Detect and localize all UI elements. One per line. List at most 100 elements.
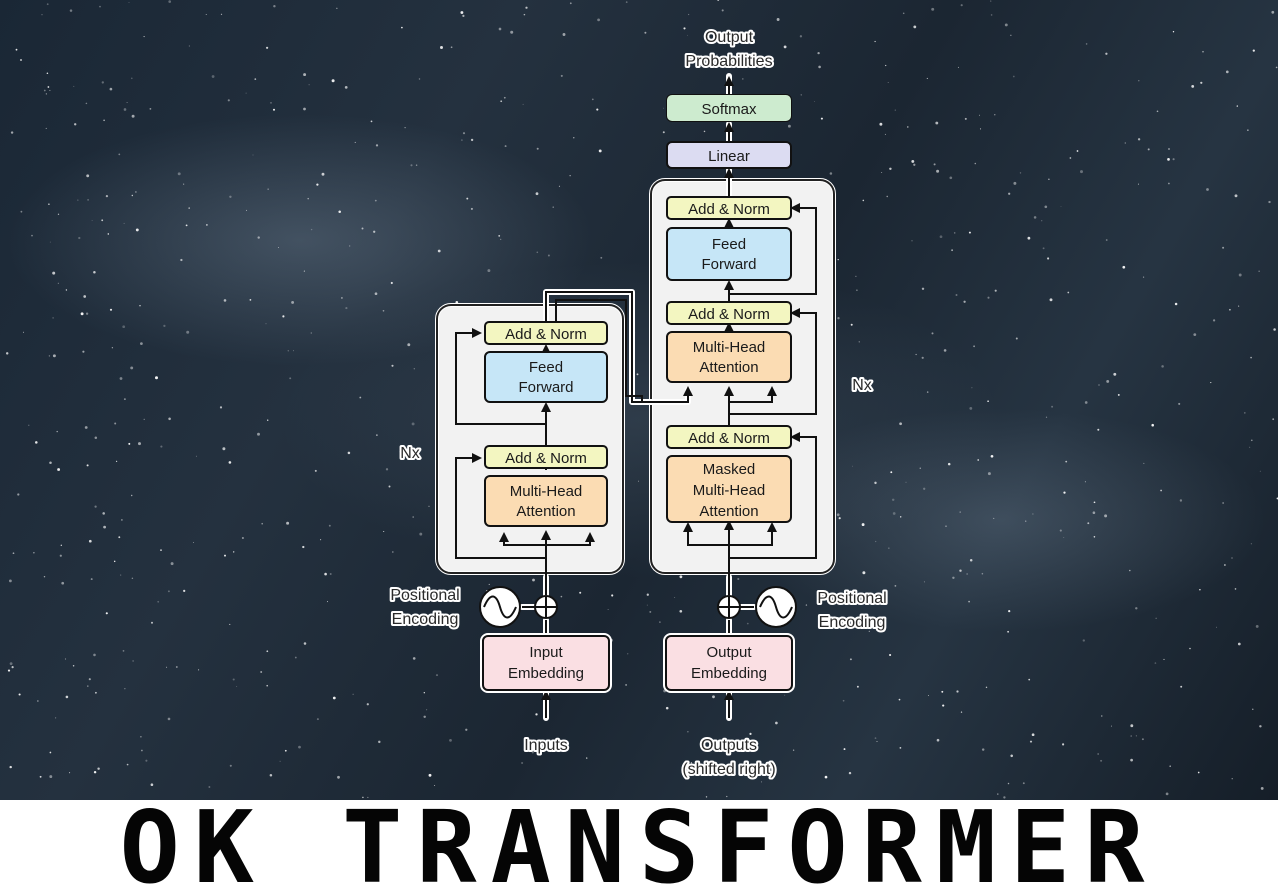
star bbox=[82, 350, 85, 353]
star bbox=[1172, 31, 1175, 33]
star bbox=[1129, 569, 1131, 572]
star bbox=[373, 230, 376, 233]
star bbox=[687, 13, 690, 16]
star bbox=[1236, 105, 1238, 107]
star bbox=[926, 391, 929, 393]
star bbox=[674, 597, 676, 599]
star bbox=[1252, 49, 1255, 52]
star bbox=[1082, 639, 1085, 642]
star bbox=[8, 579, 12, 583]
star bbox=[302, 545, 305, 549]
star bbox=[921, 287, 925, 291]
star bbox=[266, 684, 269, 687]
softmax-box bbox=[666, 94, 792, 122]
star bbox=[126, 763, 129, 766]
star bbox=[560, 595, 563, 598]
star bbox=[59, 554, 62, 557]
star bbox=[1031, 733, 1035, 737]
star bbox=[683, 27, 686, 30]
star bbox=[787, 124, 791, 128]
star bbox=[850, 323, 853, 326]
star bbox=[881, 171, 883, 173]
star bbox=[1202, 50, 1204, 53]
star bbox=[1076, 150, 1079, 152]
star bbox=[267, 419, 269, 421]
star bbox=[957, 66, 959, 68]
sine-wave-icon bbox=[479, 586, 521, 628]
star bbox=[1237, 642, 1241, 646]
decoder-add-norm-mid bbox=[666, 301, 792, 325]
star bbox=[316, 183, 319, 186]
star bbox=[254, 78, 257, 80]
star bbox=[119, 377, 123, 380]
star bbox=[981, 748, 985, 751]
star bbox=[54, 717, 57, 719]
star bbox=[78, 236, 81, 240]
star bbox=[316, 718, 319, 721]
star bbox=[407, 343, 411, 347]
star bbox=[9, 765, 12, 769]
star bbox=[892, 512, 896, 515]
star bbox=[1051, 405, 1054, 408]
star bbox=[1069, 157, 1072, 159]
star bbox=[35, 441, 38, 444]
star bbox=[1160, 489, 1162, 492]
star bbox=[1097, 428, 1100, 431]
star bbox=[687, 731, 689, 733]
star bbox=[963, 300, 966, 303]
star bbox=[1151, 423, 1154, 427]
connections bbox=[455, 73, 817, 721]
inputs-label: Inputs bbox=[524, 737, 568, 754]
star bbox=[1168, 148, 1170, 150]
star bbox=[1008, 610, 1011, 613]
star bbox=[65, 289, 68, 291]
star bbox=[1167, 158, 1170, 161]
star bbox=[990, 14, 993, 16]
star bbox=[370, 120, 373, 123]
star bbox=[321, 172, 325, 176]
star bbox=[289, 377, 292, 380]
star bbox=[842, 699, 845, 702]
star bbox=[123, 222, 125, 224]
star bbox=[257, 236, 260, 239]
star bbox=[101, 219, 104, 222]
star bbox=[838, 517, 841, 520]
star bbox=[1169, 765, 1171, 767]
star bbox=[889, 653, 892, 657]
star bbox=[49, 775, 53, 779]
star bbox=[829, 172, 833, 175]
star bbox=[591, 98, 594, 101]
star bbox=[41, 14, 43, 16]
star bbox=[1238, 273, 1242, 277]
star bbox=[560, 74, 563, 77]
star bbox=[894, 585, 897, 587]
star bbox=[942, 704, 945, 707]
star bbox=[1200, 81, 1203, 84]
star bbox=[662, 107, 664, 109]
star bbox=[536, 251, 539, 254]
star bbox=[1007, 630, 1009, 633]
star bbox=[926, 77, 928, 79]
star bbox=[717, 33, 719, 36]
star bbox=[205, 14, 207, 16]
star bbox=[931, 332, 934, 335]
star bbox=[1029, 740, 1033, 743]
star bbox=[1272, 418, 1275, 421]
star bbox=[521, 761, 524, 765]
star bbox=[462, 14, 465, 18]
star bbox=[716, 54, 718, 56]
star bbox=[625, 1, 628, 3]
star bbox=[547, 254, 550, 257]
star bbox=[252, 154, 254, 156]
star bbox=[228, 461, 232, 464]
star bbox=[273, 4, 276, 8]
star bbox=[824, 775, 828, 779]
star bbox=[993, 517, 995, 519]
star bbox=[111, 347, 114, 349]
star bbox=[101, 81, 104, 84]
star bbox=[500, 100, 503, 103]
star bbox=[899, 422, 902, 426]
star bbox=[60, 544, 62, 546]
star bbox=[232, 678, 235, 681]
star bbox=[1155, 617, 1157, 619]
